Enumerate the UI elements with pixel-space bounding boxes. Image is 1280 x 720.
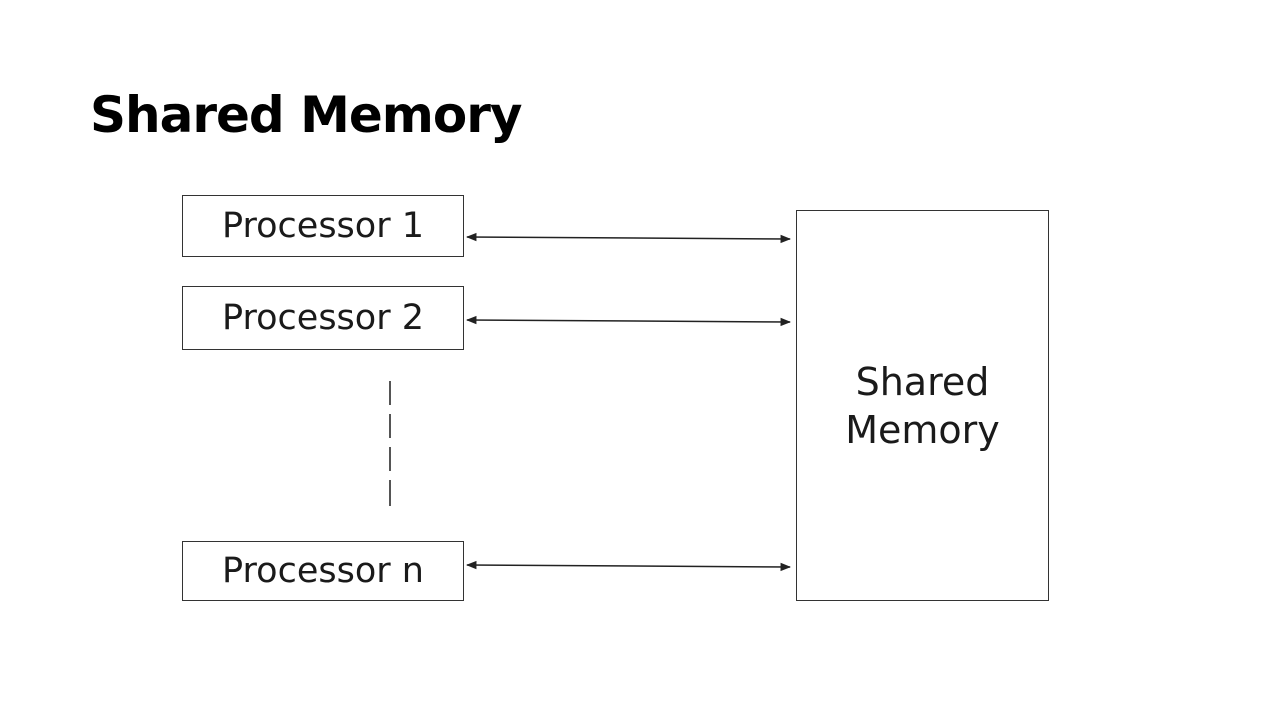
arrow-processor-1-to-memory [465,232,792,244]
shared-memory-label-line2: Memory [845,407,1000,452]
arrow-processor-2-to-memory [465,315,792,327]
slide-title: Shared Memory [90,86,522,144]
processor-n-label: Processor n [222,550,424,591]
shared-memory-label: Shared Memory [845,358,1000,454]
shared-memory-label-line1: Shared [855,359,990,404]
processor-1-label: Processor 1 [222,205,424,246]
processor-2-label: Processor 2 [222,297,424,338]
processor-n-box: Processor n [182,541,464,601]
shared-memory-box: Shared Memory [796,210,1049,601]
processor-2-box: Processor 2 [182,286,464,350]
processor-1-box: Processor 1 [182,195,464,257]
arrow-processor-n-to-memory [465,560,792,572]
